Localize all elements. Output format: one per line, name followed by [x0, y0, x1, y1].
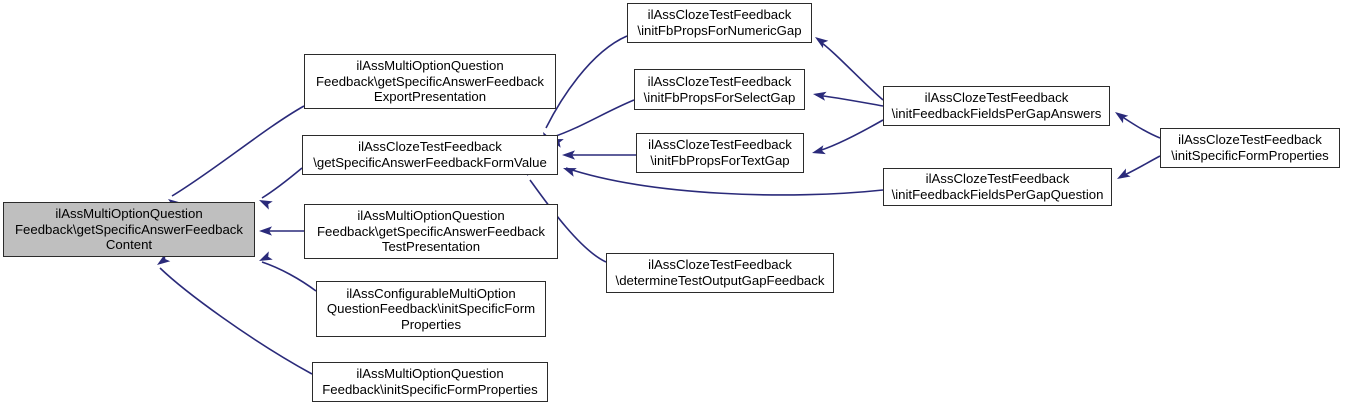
- call-graph-node[interactable]: ilAssMultiOptionQuestion Feedback\getSpe…: [304, 54, 556, 109]
- call-graph-node[interactable]: ilAssClozeTestFeedback \initFeedbackFiel…: [883, 86, 1110, 126]
- call-edge-arrowhead: [813, 91, 827, 101]
- call-graph-node-label: ilAssClozeTestFeedback \initFbPropsForNu…: [637, 7, 802, 38]
- call-edge-arrowhead: [562, 150, 575, 160]
- call-graph-node[interactable]: ilAssConfigurableMultiOption QuestionFee…: [316, 281, 546, 337]
- call-edge-arrowhead: [1117, 168, 1131, 179]
- call-edge: [815, 94, 884, 107]
- call-graph-node[interactable]: ilAssClozeTestFeedback \initFeedbackFiel…: [883, 168, 1112, 206]
- call-edge-arrowhead: [1115, 112, 1129, 124]
- call-graph-node[interactable]: ilAssClozeTestFeedback \initFbPropsForTe…: [636, 133, 804, 173]
- call-edge: [529, 179, 607, 263]
- call-edge: [171, 105, 305, 197]
- call-graph-node[interactable]: ilAssMultiOptionQuestion Feedback\initSp…: [312, 362, 548, 402]
- call-edge: [1117, 113, 1161, 139]
- call-edge: [565, 167, 884, 196]
- call-graph-node-label: ilAssClozeTestFeedback \initFbPropsForTe…: [648, 137, 792, 168]
- call-edge: [545, 35, 628, 129]
- call-edge-arrowhead: [815, 37, 829, 49]
- call-edge-arrowhead: [157, 253, 171, 265]
- call-edge: [817, 39, 884, 101]
- call-graph-node-label: ilAssClozeTestFeedback \determineTestOut…: [615, 257, 825, 288]
- call-graph-node[interactable]: ilAssClozeTestFeedback \initFbPropsForSe…: [634, 69, 805, 110]
- call-graph-node-label: ilAssClozeTestFeedback \initFbPropsForSe…: [643, 73, 796, 105]
- call-graph-node[interactable]: ilAssClozeTestFeedback \initFbPropsForNu…: [627, 3, 812, 43]
- call-edge-arrowhead: [812, 145, 826, 155]
- call-edge: [552, 99, 635, 138]
- call-edge-arrowhead: [563, 168, 577, 177]
- call-edge: [1119, 155, 1161, 178]
- call-graph-node-label: ilAssClozeTestFeedback \initSpecificForm…: [1171, 132, 1329, 163]
- call-graph-node-label: ilAssMultiOptionQuestion Feedback\getSpe…: [317, 208, 545, 255]
- call-edge: [814, 119, 884, 153]
- call-graph-node-label: ilAssClozeTestFeedback \initFeedbackFiel…: [891, 90, 1102, 121]
- call-edge-arrowhead: [259, 251, 273, 261]
- call-edge-arrowhead: [259, 200, 273, 210]
- call-graph-node-label: ilAssMultiOptionQuestion Feedback\getSpe…: [15, 206, 243, 253]
- call-graph-node-label: ilAssClozeTestFeedback \getSpecificAnswe…: [313, 139, 547, 170]
- call-edge: [261, 167, 303, 199]
- call-graph-node-label: ilAssMultiOptionQuestion Feedback\getSpe…: [316, 58, 544, 105]
- call-graph-node-label: ilAssConfigurableMultiOption QuestionFee…: [326, 285, 536, 332]
- call-edge-arrowhead: [259, 226, 272, 236]
- call-graph-node[interactable]: ilAssClozeTestFeedback \getSpecificAnswe…: [302, 135, 558, 175]
- call-graph-node[interactable]: ilAssClozeTestFeedback \initSpecificForm…: [1160, 128, 1340, 168]
- call-graph-node[interactable]: ilAssClozeTestFeedback \determineTestOut…: [606, 253, 834, 293]
- call-edge: [159, 267, 313, 375]
- call-graph-node-label: ilAssMultiOptionQuestion Feedback\initSp…: [322, 366, 538, 397]
- call-edge: [261, 261, 317, 292]
- call-graph-node-label: ilAssClozeTestFeedback \initFeedbackFiel…: [891, 171, 1104, 202]
- call-graph-node[interactable]: ilAssMultiOptionQuestion Feedback\getSpe…: [304, 204, 558, 259]
- call-graph-node-current[interactable]: ilAssMultiOptionQuestion Feedback\getSpe…: [3, 202, 255, 257]
